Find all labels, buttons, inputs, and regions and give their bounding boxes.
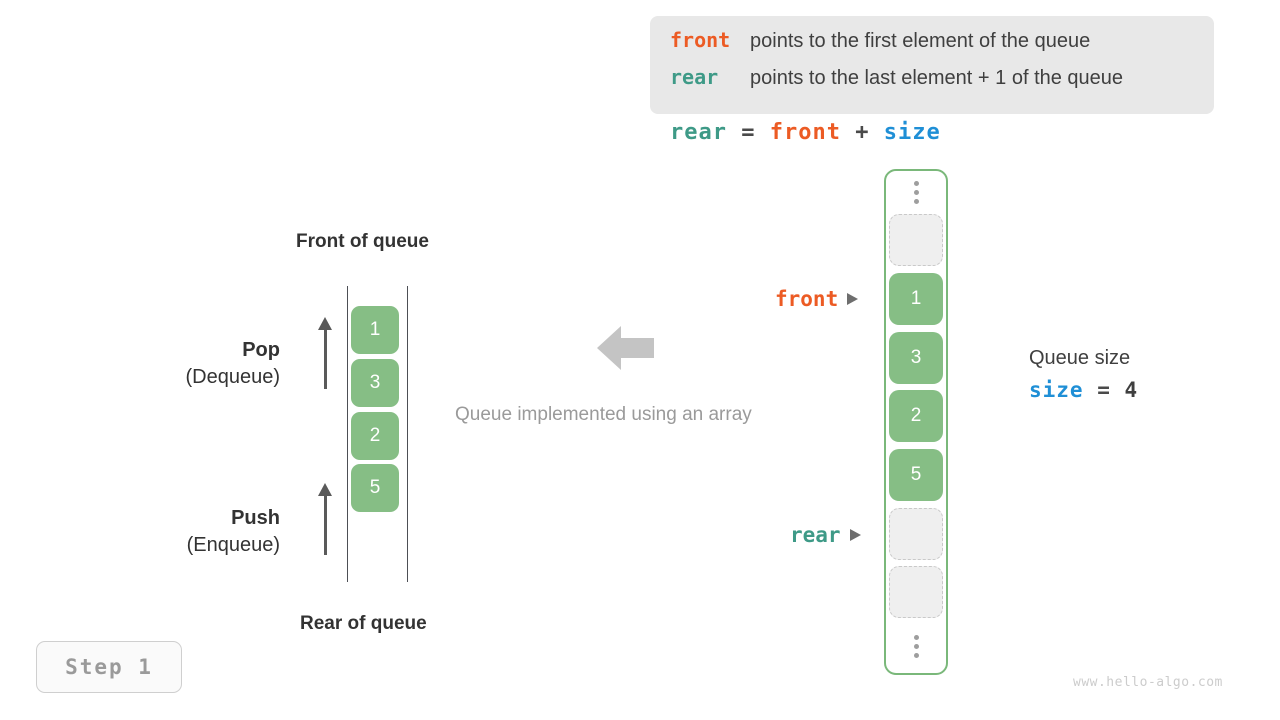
size-token-name: size xyxy=(1029,378,1084,402)
array-slot-6 xyxy=(889,566,943,618)
push-title: Push xyxy=(231,507,280,529)
formula-token-front: front xyxy=(769,120,841,145)
front-of-queue-label: Front of queue xyxy=(296,231,429,252)
queue-cell-3: 5 xyxy=(351,464,399,512)
formula-token-size: size xyxy=(883,120,941,145)
formula-token-rear: rear xyxy=(670,120,727,145)
array-bottom-ellipsis-icon xyxy=(884,626,948,666)
step-badge: Step 1 xyxy=(36,641,182,693)
queue-size-caption: Queue size xyxy=(1029,347,1131,369)
array-slot-3: 2 xyxy=(889,390,943,442)
array-slot-4: 5 xyxy=(889,449,943,501)
pop-direction-arrow-icon xyxy=(317,317,333,389)
legend-keyword-rear: rear xyxy=(670,65,719,89)
watermark: www.hello-algo.com xyxy=(1073,675,1223,690)
queue-size-annotation: Queue size size = 4 xyxy=(1029,343,1138,408)
legend-box: front points to the first element of the… xyxy=(650,16,1214,114)
front-pointer-label: front xyxy=(775,287,839,311)
pop-title: Pop xyxy=(242,339,280,361)
push-operation-label: Push (Enqueue) xyxy=(110,505,280,559)
rear-pointer-caret-icon xyxy=(849,529,861,541)
push-direction-arrow-icon xyxy=(317,483,333,555)
center-caption: Queue implemented using an array xyxy=(455,404,752,425)
array-slot-5 xyxy=(889,508,943,560)
array-top-ellipsis-icon xyxy=(884,172,948,212)
legend-line-rear: rear points to the last element + 1 of t… xyxy=(670,65,1194,102)
left-arrow-icon xyxy=(597,323,654,373)
queue-rail-left xyxy=(347,286,348,582)
rear-pointer: rear xyxy=(790,523,861,547)
queue-size-expression: size = 4 xyxy=(1029,373,1138,408)
queue-cell-1: 3 xyxy=(351,359,399,407)
size-token-value: 4 xyxy=(1124,378,1139,402)
front-pointer: front xyxy=(775,287,859,311)
size-token-equals: = xyxy=(1083,378,1125,402)
formula-token-plus: + xyxy=(840,120,884,145)
rear-pointer-label: rear xyxy=(790,523,841,547)
pop-operation-label: Pop (Dequeue) xyxy=(110,337,280,391)
front-pointer-caret-icon xyxy=(847,293,859,305)
push-subtitle: (Enqueue) xyxy=(186,534,280,556)
legend-keyword-front: front xyxy=(670,28,731,52)
rear-of-queue-label: Rear of queue xyxy=(300,613,427,634)
array-slot-0 xyxy=(889,214,943,266)
queue-cell-0: 1 xyxy=(351,306,399,354)
legend-line-front: front points to the first element of the… xyxy=(670,28,1194,65)
array-slot-2: 3 xyxy=(889,332,943,384)
legend-text-rear: points to the last element + 1 of the qu… xyxy=(750,67,1124,89)
pop-subtitle: (Dequeue) xyxy=(185,366,280,388)
formula-token-equals: = xyxy=(726,120,770,145)
formula-rear-equals-front-plus-size: rear = front + size xyxy=(670,120,941,145)
queue-rail-right xyxy=(407,286,408,582)
legend-text-front: points to the first element of the queue xyxy=(750,30,1091,52)
array-slot-1: 1 xyxy=(889,273,943,325)
queue-cell-2: 2 xyxy=(351,412,399,460)
